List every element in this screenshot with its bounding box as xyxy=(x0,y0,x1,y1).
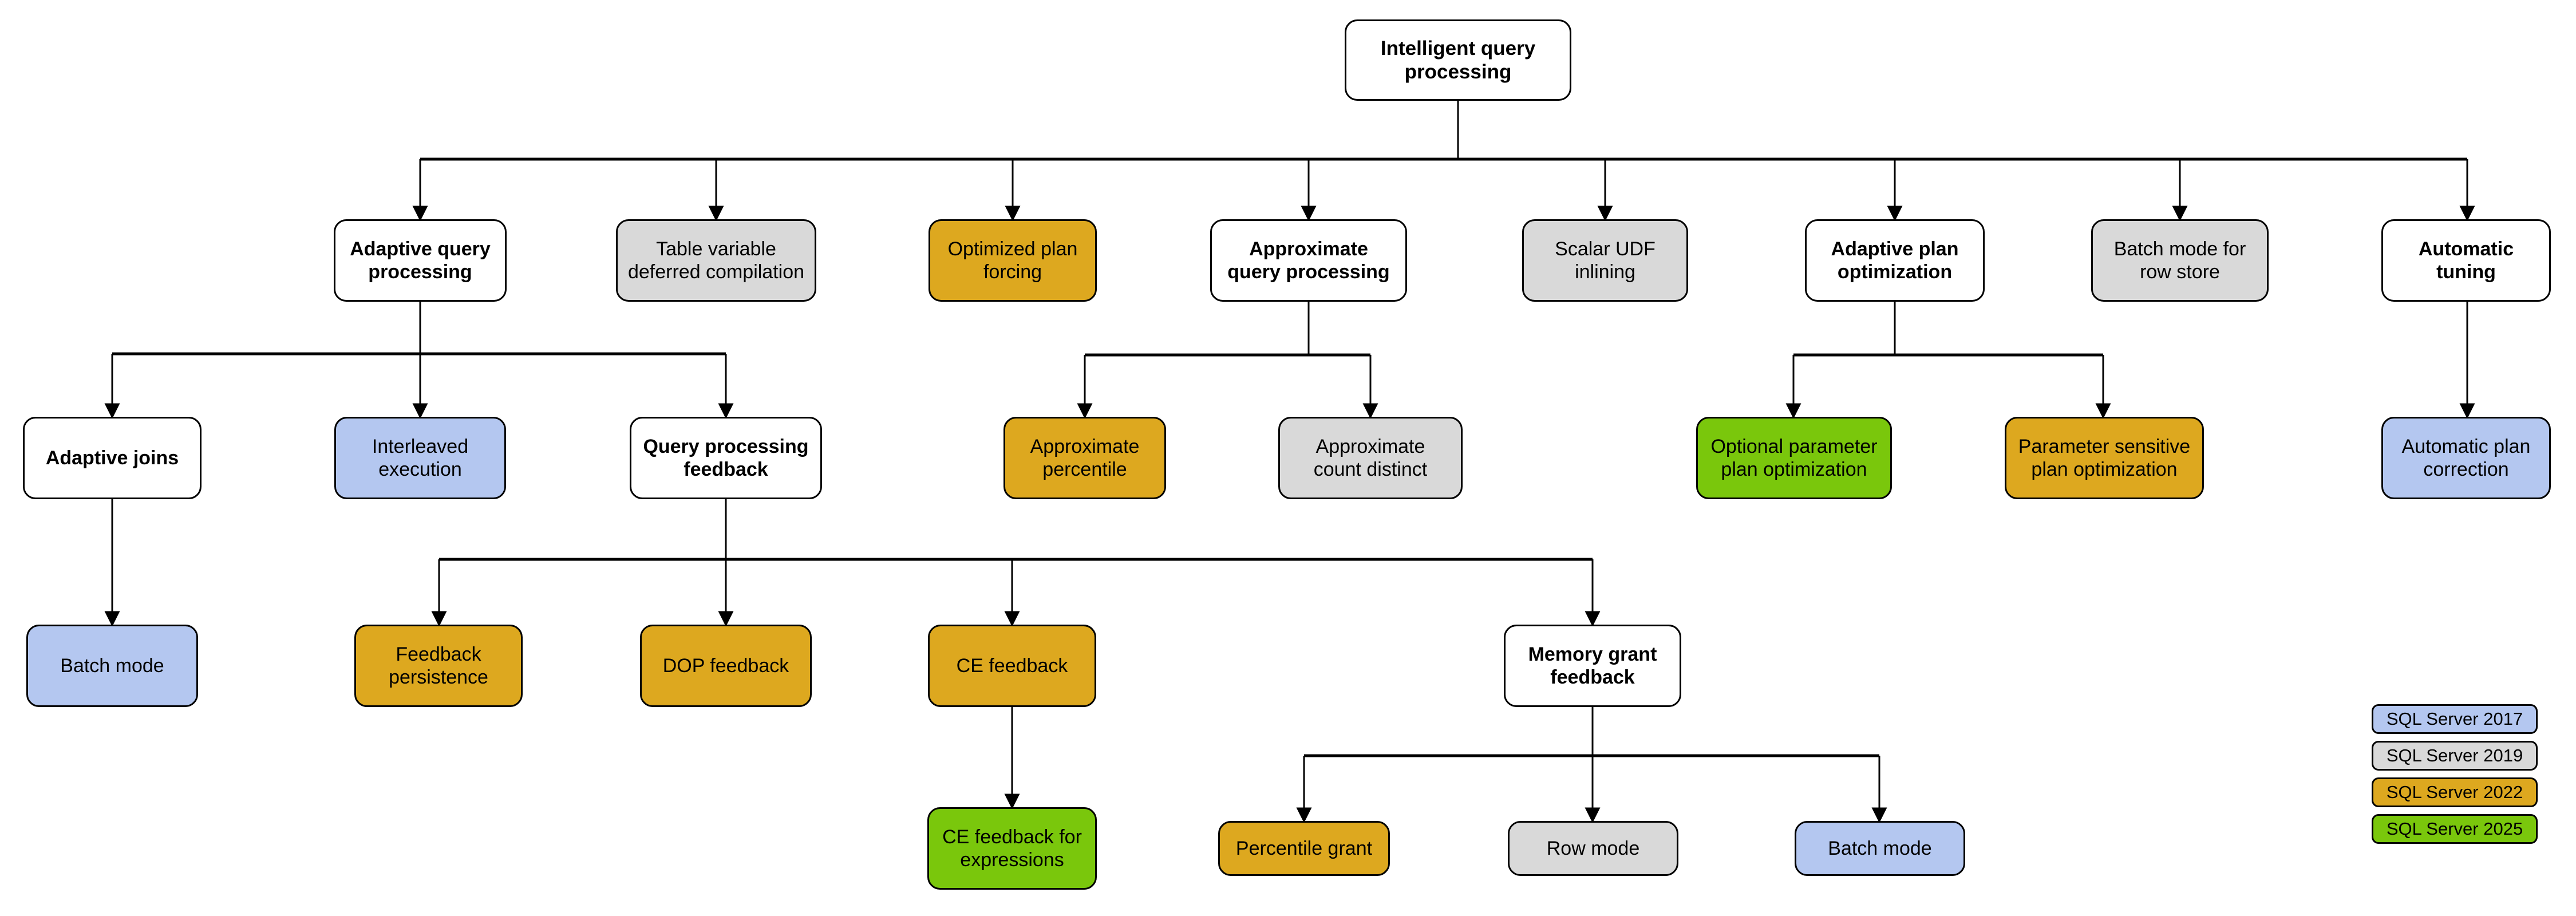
node-interleaved-execution[interactable]: Interleaved execution xyxy=(334,417,506,499)
node-memory-grant-feedback[interactable]: Memory grant feedback xyxy=(1504,625,1681,707)
node-batch-mode-memory-grant[interactable]: Batch mode xyxy=(1795,821,1965,876)
node-row-mode[interactable]: Row mode xyxy=(1508,821,1678,876)
node-optimized-plan-forcing[interactable]: Optimized plan forcing xyxy=(929,219,1097,302)
node-dop-feedback[interactable]: DOP feedback xyxy=(640,625,812,707)
node-query-processing-feedback[interactable]: Query processing feedback xyxy=(630,417,822,499)
legend: SQL Server 2017 SQL Server 2019 SQL Serv… xyxy=(2372,704,2538,851)
node-batch-mode-for-row-store[interactable]: Batch mode for row store xyxy=(2091,219,2269,302)
node-adaptive-plan-optimization[interactable]: Adaptive plan optimization xyxy=(1805,219,1985,302)
legend-item-sql-server-2025: SQL Server 2025 xyxy=(2372,814,2538,844)
legend-item-sql-server-2019: SQL Server 2019 xyxy=(2372,741,2538,771)
node-automatic-tuning[interactable]: Automatic tuning xyxy=(2381,219,2551,302)
node-automatic-plan-correction[interactable]: Automatic plan correction xyxy=(2381,417,2551,499)
node-adaptive-query-processing[interactable]: Adaptive query processing xyxy=(334,219,507,302)
node-table-variable-deferred-compilation[interactable]: Table variable deferred compilation xyxy=(616,219,816,302)
node-scalar-udf-inlining[interactable]: Scalar UDF inlining xyxy=(1522,219,1688,302)
node-approximate-query-processing[interactable]: Approximate query processing xyxy=(1210,219,1407,302)
node-adaptive-joins[interactable]: Adaptive joins xyxy=(23,417,202,499)
node-approximate-count-distinct[interactable]: Approximate count distinct xyxy=(1278,417,1463,499)
node-approximate-percentile[interactable]: Approximate percentile xyxy=(1003,417,1166,499)
node-ce-feedback-for-expressions[interactable]: CE feedback for expressions xyxy=(927,807,1097,890)
node-percentile-grant[interactable]: Percentile grant xyxy=(1218,821,1390,876)
node-feedback-persistence[interactable]: Feedback persistence xyxy=(354,625,523,707)
legend-item-sql-server-2022: SQL Server 2022 xyxy=(2372,777,2538,807)
node-optional-parameter-plan-optimization[interactable]: Optional parameter plan optimization xyxy=(1696,417,1892,499)
node-parameter-sensitive-plan-optimization[interactable]: Parameter sensitive plan optimization xyxy=(2005,417,2204,499)
node-batch-mode-adaptive-joins[interactable]: Batch mode xyxy=(26,625,198,707)
node-intelligent-query-processing[interactable]: Intelligent query processing xyxy=(1345,19,1571,101)
legend-item-sql-server-2017: SQL Server 2017 xyxy=(2372,704,2538,734)
node-ce-feedback[interactable]: CE feedback xyxy=(928,625,1096,707)
